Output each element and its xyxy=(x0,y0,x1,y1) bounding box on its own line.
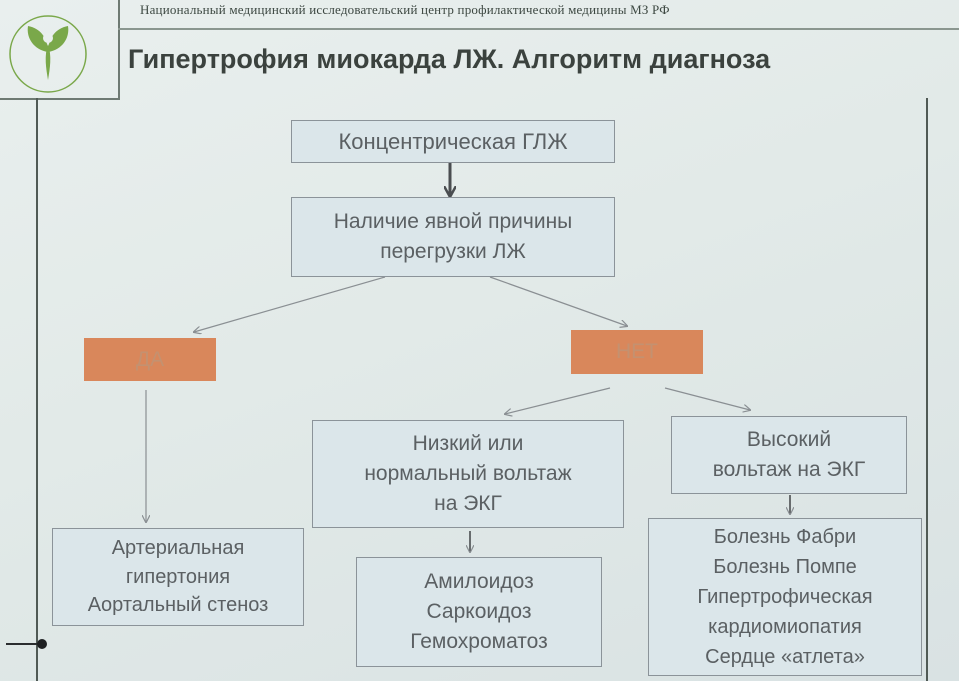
logo-icon xyxy=(9,15,87,93)
low-result-line-1: Амилоидоз xyxy=(424,570,534,594)
high-result-line-2: Болезнь Помпе xyxy=(713,556,857,578)
logo-panel xyxy=(0,0,120,100)
arrow-question-to-no xyxy=(489,276,627,326)
high-result-line-3: Гипертрофическая xyxy=(697,586,873,608)
yes-result-line-1: Артериальная xyxy=(111,537,245,560)
question-box: Наличие явной причины перегрузки ЛЖ xyxy=(291,197,615,277)
low-voltage-line-3: на ЭКГ xyxy=(434,491,502,515)
low-voltage-line-1: Низкий или xyxy=(412,432,524,456)
question-line-2: перегрузки ЛЖ xyxy=(380,240,526,263)
arrow-question-to-yes xyxy=(194,276,386,332)
question-line-1: Наличие явной причины xyxy=(333,210,573,234)
decision-yes-label: ДА xyxy=(135,347,165,371)
high-voltage-line-2: вольтаж на ЭКГ xyxy=(712,458,866,481)
content-frame xyxy=(36,98,928,681)
high-voltage-box: Высокий вольтаж на ЭКГ xyxy=(671,416,907,494)
high-voltage-result-box: Болезнь Фабри Болезнь Помпе Гипертрофиче… xyxy=(648,518,922,676)
start-box: Концентрическая ГЛЖ xyxy=(291,120,615,163)
high-result-line-1: Болезнь Фабри xyxy=(713,526,857,548)
arrow-no-to-low xyxy=(505,387,611,414)
yes-result-line-3: Аортальный стеноз xyxy=(87,594,269,617)
low-voltage-box: Низкий или нормальный вольтаж на ЭКГ xyxy=(312,420,624,528)
low-result-line-3: Гемохроматоз xyxy=(410,629,548,653)
low-result-line-2: Саркоидоз xyxy=(426,600,532,624)
high-voltage-line-1: Высокий xyxy=(746,428,832,452)
decision-no: НЕТ xyxy=(571,330,703,374)
yes-result-line-2: гипертония xyxy=(125,565,231,588)
decision-no-label: НЕТ xyxy=(616,340,658,363)
low-voltage-line-2: нормальный вольтаж xyxy=(364,462,572,486)
low-voltage-result-box: Амилоидоз Саркоидоз Гемохроматоз xyxy=(356,557,602,667)
decision-yes: ДА xyxy=(84,338,216,381)
slide-title: Гипертрофия миокарда ЛЖ. Алгоритм диагно… xyxy=(128,44,771,74)
yes-result-box: Артериальная гипертония Аортальный стено… xyxy=(52,528,304,626)
high-result-line-4: кардиомиопатия xyxy=(708,616,862,638)
arrow-no-to-high xyxy=(664,387,750,410)
header-divider xyxy=(118,28,959,30)
high-result-line-5: Сердце «атлета» xyxy=(705,646,865,668)
pointer-marker xyxy=(6,639,47,649)
start-label: Концентрическая ГЛЖ xyxy=(338,128,568,154)
institution-name: Национальный медицинский исследовательск… xyxy=(140,2,670,17)
